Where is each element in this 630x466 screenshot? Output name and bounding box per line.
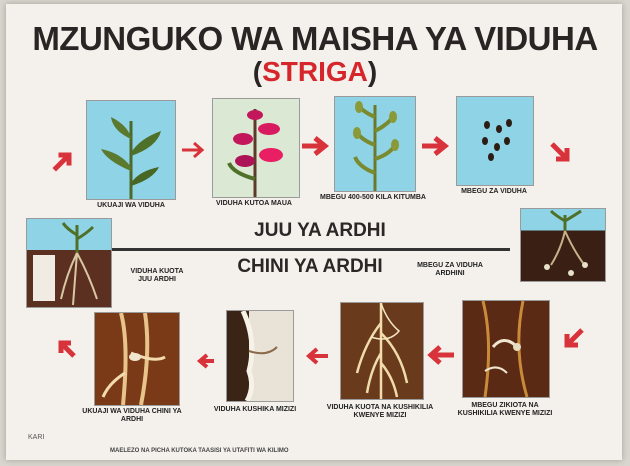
seeds-in-soil-icon [521,209,605,281]
above-ground-label: JUU YA ARDHI [210,220,430,242]
stage-caption-emerging: VIDUHA KUOTA JUU ARDHI [126,268,188,284]
poster-title: MZUNGUKO WA MAISHA YA VIDUHA [0,20,630,58]
seed-capsule-icon [335,97,415,191]
arrow-left-icon [304,346,330,366]
stage-panel-seeds-soil [520,208,606,282]
stage-panel-germinating [462,300,550,398]
stage-panel-attached [226,310,294,402]
striga-word: STRIGA [262,56,368,87]
stage-caption-capsules: MBEGU 400-500 KILA KITUMBA [318,194,428,202]
stage-panel-flowering [212,98,300,198]
arrow-left-icon [426,344,456,366]
stage-caption-attached: VIDUHA KUSHIKA MIZIZI [200,406,310,414]
arrow-left-icon [196,352,216,370]
arrow-right-icon [300,134,330,158]
arrow-entry-icon [52,150,74,172]
stage-panel-growth [86,100,176,200]
ground-divider [112,248,510,251]
stage-caption-germinating: MBEGU ZIKIOTA NA KUSHIKILIA KWENYE MIZIZ… [452,402,558,418]
below-ground-label: CHINI YA ARDHI [190,256,430,278]
attached-roots-icon [227,311,293,401]
germinating-seed-icon [463,301,549,397]
stage-caption-growth: UKUAJI WA VIDUHA [86,202,176,210]
stage-panel-seeds [456,96,534,186]
arrow-right-icon [420,134,450,158]
stage-panel-underground [94,312,180,406]
footer-credit: MAELEZO NA PICHA KUTOKA TAASISI YA UTAFI… [110,448,510,454]
arrow-up-left-icon [56,338,78,360]
flowering-plant-icon [213,99,299,197]
stage-panel-emerging [26,218,112,308]
arrow-right-icon [180,140,206,160]
stage-caption-root-attach: VIDUHA KUOTA NA KUSHIKILIA KWENYE MIZIZI [324,404,436,420]
stage-panel-root-attach [340,302,424,400]
arrow-down-left-icon [562,326,586,350]
stage-caption-underground: UKUAJI WA VIDUHA CHINI YA ARDHI [76,408,188,424]
root-attachment-icon [341,303,423,399]
plant-icon [87,101,175,199]
poster-subtitle: (STRIGA) [0,56,630,88]
stage-panel-capsules [334,96,416,192]
emerging-shoot-icon [27,219,111,307]
seeds-icon [457,97,533,185]
logo: KARI [28,434,68,454]
arrow-down-right-icon [548,140,572,164]
stage-caption-seeds: MBEGU ZA VIDUHA [446,188,542,196]
underground-growth-icon [95,313,179,405]
stage-caption-flowering: VIDUHA KUTOA MAUA [206,200,302,208]
